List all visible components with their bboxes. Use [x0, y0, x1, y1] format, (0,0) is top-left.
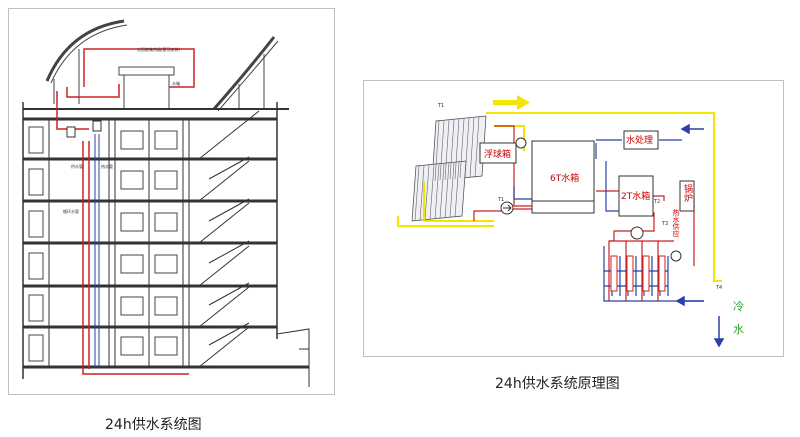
boiler-label: 锅炉: [682, 184, 692, 202]
cold-water-arrow-bottom: [675, 295, 725, 348]
solar-collector-array: [411, 115, 487, 222]
circulation-pump-float: [515, 137, 527, 149]
tank-6t-label: 6T水箱: [550, 174, 580, 184]
sensor-t4: T4: [716, 285, 723, 291]
circulation-pump-solar: [500, 201, 514, 215]
cold-water-pipes: [94, 134, 100, 367]
right-diagram-caption: 24h供水系统原理图: [495, 376, 620, 392]
roof-note-label: 太阳能集热器(屋顶安装): [137, 47, 181, 52]
float-tank-label: 浮球箱: [484, 150, 512, 160]
float-tank-box: [479, 142, 517, 164]
tank-label: 水箱: [172, 81, 180, 86]
sensor-t2: T2: [654, 199, 661, 205]
circulation-pump-boiler: [670, 250, 682, 262]
pipe-supply-label: 热水供应: [672, 209, 680, 237]
circulation-pump-2t: [630, 226, 644, 240]
hot-pipe-label: 热水管: [101, 164, 113, 169]
flow-arrow-top: [493, 95, 530, 110]
sensor-t1-top: T1: [438, 103, 445, 109]
tank-2t-label: 2T水箱: [621, 192, 651, 202]
water-treatment-box: [623, 130, 659, 150]
boiler-box: [679, 180, 695, 212]
sensor-t1-pump: T1: [498, 197, 505, 203]
schematic-drawing: [397, 95, 725, 348]
sensor-t3: T3: [662, 221, 669, 227]
cold-water-arrow-top: [680, 123, 704, 135]
windows: [28, 126, 178, 362]
hot-water-loop: [473, 125, 695, 301]
roof-water-tank: [123, 70, 170, 110]
left-diagram-caption: 24h供水系统图: [105, 417, 202, 433]
radiator-group: [610, 255, 666, 292]
building-section-drawing: [22, 19, 310, 387]
cold-water-label-1: 冷: [733, 300, 744, 313]
hot-water-pipes: [56, 48, 195, 375]
collector-tubes: [414, 116, 480, 222]
schematic-panel: 浮球箱 6T水箱 水处理 2T水箱 锅炉 热水供应 冷 水 T1 T1 T2 T…: [363, 80, 784, 357]
tank-2t-box: [618, 175, 654, 217]
water-treatment-label: 水处理: [626, 136, 654, 146]
staircase: [198, 110, 260, 368]
return-pipe-label: 循环水管: [63, 209, 79, 214]
roof-solar-collector-left: [45, 19, 128, 104]
building-section-panel: 太阳能集热器(屋顶安装) 水箱 供水管 热水管 循环水管: [8, 8, 335, 395]
cold-water-label-2: 水: [733, 323, 744, 336]
supply-pipe-label: 供水管: [71, 164, 83, 169]
roof-solar-collector-right: [212, 36, 279, 112]
